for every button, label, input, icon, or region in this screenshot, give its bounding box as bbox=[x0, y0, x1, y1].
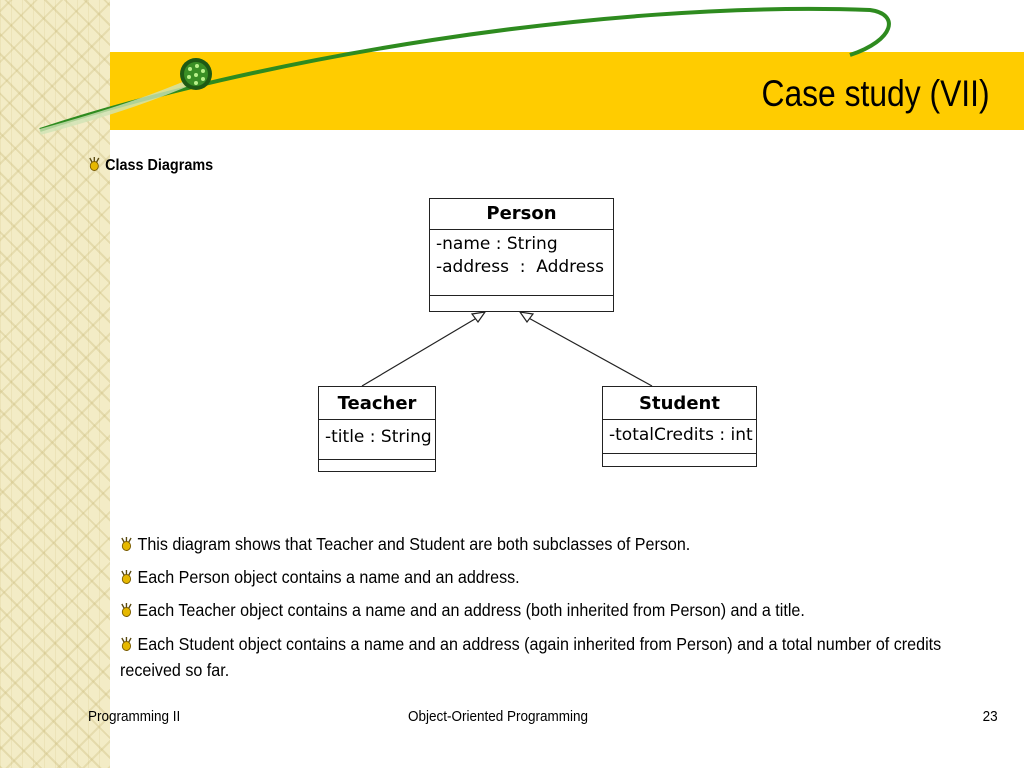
section-heading: Class Diagrams bbox=[88, 157, 213, 175]
class-name: Person bbox=[430, 199, 613, 230]
page-number: 23 bbox=[982, 708, 998, 725]
class-attributes: -totalCredits : int bbox=[603, 420, 756, 454]
decorative-side-strip bbox=[0, 0, 110, 768]
class-box-student: Student -totalCredits : int bbox=[602, 386, 757, 467]
list-item: This diagram shows that Teacher and Stud… bbox=[120, 528, 911, 561]
attribute: -title : String bbox=[325, 427, 432, 447]
class-attributes: -name : String -address : Address bbox=[430, 230, 613, 296]
class-name: Teacher bbox=[319, 387, 435, 420]
attribute: -address : Address bbox=[436, 257, 604, 277]
footer-course: Programming II bbox=[88, 708, 181, 725]
star-bullet-icon bbox=[89, 157, 100, 171]
star-bullet-icon bbox=[121, 637, 132, 651]
slide-title: Case study (VII) bbox=[761, 73, 990, 114]
attribute: -totalCredits : int bbox=[609, 425, 753, 445]
class-attributes: -title : String bbox=[319, 420, 435, 460]
explanation-list: This diagram shows that Teacher and Stud… bbox=[120, 528, 980, 683]
star-bullet-icon bbox=[121, 570, 132, 584]
list-item: Each Teacher object contains a name and … bbox=[120, 594, 911, 627]
star-bullet-icon bbox=[121, 537, 132, 551]
footer-topic: Object-Oriented Programming bbox=[408, 708, 589, 725]
class-box-teacher: Teacher -title : String bbox=[318, 386, 436, 472]
star-bullet-icon bbox=[121, 603, 132, 617]
list-item: Each Person object contains a name and a… bbox=[120, 561, 911, 594]
class-name: Student bbox=[603, 387, 756, 420]
list-item: Each Student object contains a name and … bbox=[120, 634, 942, 680]
attribute: -name : String bbox=[436, 234, 558, 254]
class-box-person: Person -name : String -address : Address bbox=[429, 198, 614, 312]
